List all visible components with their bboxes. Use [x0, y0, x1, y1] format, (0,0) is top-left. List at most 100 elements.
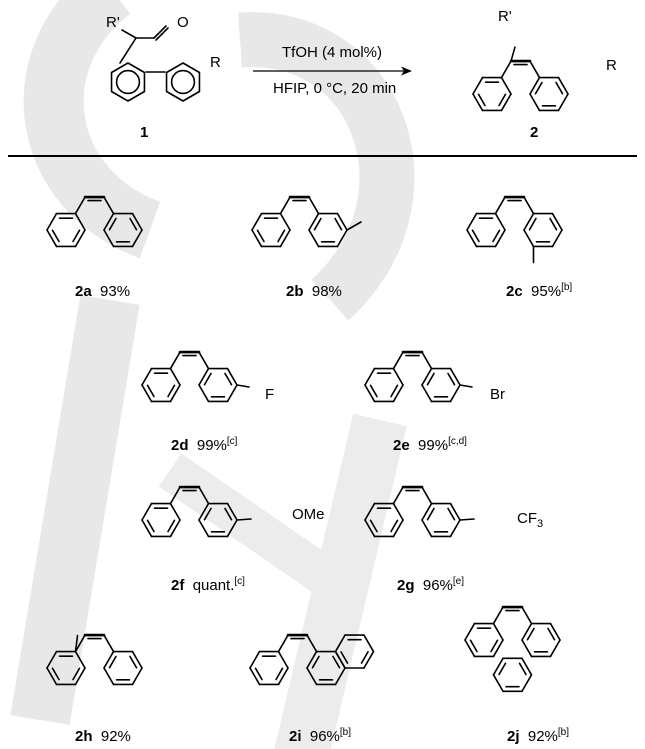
ring-bond	[131, 212, 143, 231]
ring-bond	[336, 212, 348, 231]
product-2e-label: 2e 99%[c,d]	[393, 436, 467, 454]
reactant-oxygen-label: O	[177, 14, 189, 31]
product-2b-label: 2b 98%	[286, 283, 342, 300]
ring-bond	[169, 367, 181, 386]
ring-double-bond	[498, 662, 507, 676]
ring-double-bond	[146, 384, 155, 398]
product-2a-label: 2a 93%	[75, 283, 131, 300]
aromatic-circle	[115, 69, 141, 95]
product-2g-structure-bridge-bond	[392, 486, 404, 505]
product-2i-structure-bridge-bond	[306, 634, 318, 653]
ring-bond	[74, 229, 86, 248]
ring-bond	[74, 667, 86, 686]
product-2b-structure-ring-left	[251, 212, 291, 248]
product-2f-structure-bridge-bond	[198, 486, 210, 505]
ring-bond	[306, 650, 318, 669]
ring-bond	[46, 650, 58, 669]
product-2b-structure-bridge-bond	[279, 196, 291, 215]
structures	[46, 25, 569, 693]
ring-double-bond	[426, 507, 435, 521]
product-2b-structure-bridge-bond	[308, 196, 320, 215]
ring-bond	[74, 212, 86, 231]
product-2e-structure-bridge-bond	[421, 351, 433, 370]
ring-bond	[492, 674, 504, 693]
ring-bond	[131, 667, 143, 686]
ring-double-bond	[528, 217, 537, 231]
product-2d-structure-ring-right	[198, 367, 238, 403]
reactant-ch-bond	[119, 37, 137, 64]
reactant-r-prime-label: R'	[106, 14, 120, 31]
ring-bond	[198, 367, 210, 386]
ring-bond	[500, 93, 512, 112]
product-2a-structure-bridge-bond	[103, 196, 115, 215]
product-2f-label: 2f quant.[c]	[171, 576, 245, 594]
methyl-bond	[74, 634, 79, 653]
c-cf3-bond	[459, 518, 475, 521]
product-2j-structure-bridge-bond	[492, 606, 504, 625]
product-2d-structure-ring-left	[141, 367, 181, 403]
product-2e-structure-bridge-bond	[392, 351, 404, 370]
ring-bond	[46, 212, 58, 231]
product-2i-structure-ring-left	[249, 650, 289, 686]
ring-bond	[131, 229, 143, 248]
ring-bond	[169, 502, 181, 521]
product-r-label: R	[606, 57, 617, 74]
ring-bond	[363, 634, 375, 653]
product-2h-structure-bridge-bond	[103, 634, 115, 653]
ring-bond	[392, 519, 404, 538]
ring-double-bond	[547, 627, 556, 641]
ring-double-bond	[477, 93, 486, 107]
product-2-core-ring-left	[472, 76, 512, 112]
product-2c-structure-ring-right	[523, 212, 563, 248]
ring-double-bond	[311, 655, 320, 669]
ring-bond	[492, 622, 504, 641]
ring-bond	[364, 367, 376, 386]
product-2e-structure-ring-left	[364, 367, 404, 403]
ring-bond	[421, 519, 433, 538]
condition-catalyst: TfOH (4 mol%)	[282, 44, 383, 61]
ring-double-bond	[129, 217, 138, 231]
ring-double-bond	[334, 217, 343, 231]
ring-bond	[523, 229, 535, 248]
ring-bond	[557, 76, 569, 95]
ring-double-bond	[426, 372, 435, 386]
ring-bond	[251, 229, 263, 248]
ring-bond	[472, 76, 484, 95]
ring-double-bond	[51, 229, 60, 243]
ring-double-bond	[256, 229, 265, 243]
ring-bond	[421, 502, 433, 521]
ring-bond	[279, 229, 291, 248]
ring-bond	[141, 384, 153, 403]
aromatic-circle	[170, 69, 196, 95]
ring-double-bond	[447, 372, 456, 386]
ring-bond	[521, 674, 533, 693]
ring-bond	[141, 502, 153, 521]
ring-bond	[464, 639, 476, 658]
ring-double-bond	[549, 217, 558, 231]
ring-bond	[494, 229, 506, 248]
product-2d-label: 2d 99%[c]	[171, 436, 238, 454]
ring-bond	[226, 519, 238, 538]
ring-bond	[74, 650, 86, 669]
ring-bond	[523, 212, 535, 231]
ring-bond	[249, 667, 261, 686]
reactant-co-bond	[153, 25, 167, 39]
ring-bond	[500, 76, 512, 95]
product-2i-ring-extra	[334, 634, 375, 669]
ring-double-bond	[518, 662, 527, 676]
substituent-f: F	[265, 386, 275, 403]
c-f-bond	[236, 384, 250, 388]
ring-double-bond	[340, 651, 349, 664]
ring-bond	[103, 667, 115, 686]
product-2c-structure-bridge-bond	[494, 196, 506, 215]
ring-double-bond	[146, 519, 155, 533]
product-2j-structure-ring-left	[464, 622, 504, 658]
ring-bond	[521, 622, 533, 641]
ring-double-bond	[390, 384, 399, 398]
product-2j-structure-ring-right	[521, 622, 561, 658]
ring-double-bond	[469, 639, 478, 653]
ring-bond	[198, 502, 210, 521]
ring-bond	[449, 384, 461, 403]
ring-bond	[421, 367, 433, 386]
ring-bond	[334, 650, 346, 669]
